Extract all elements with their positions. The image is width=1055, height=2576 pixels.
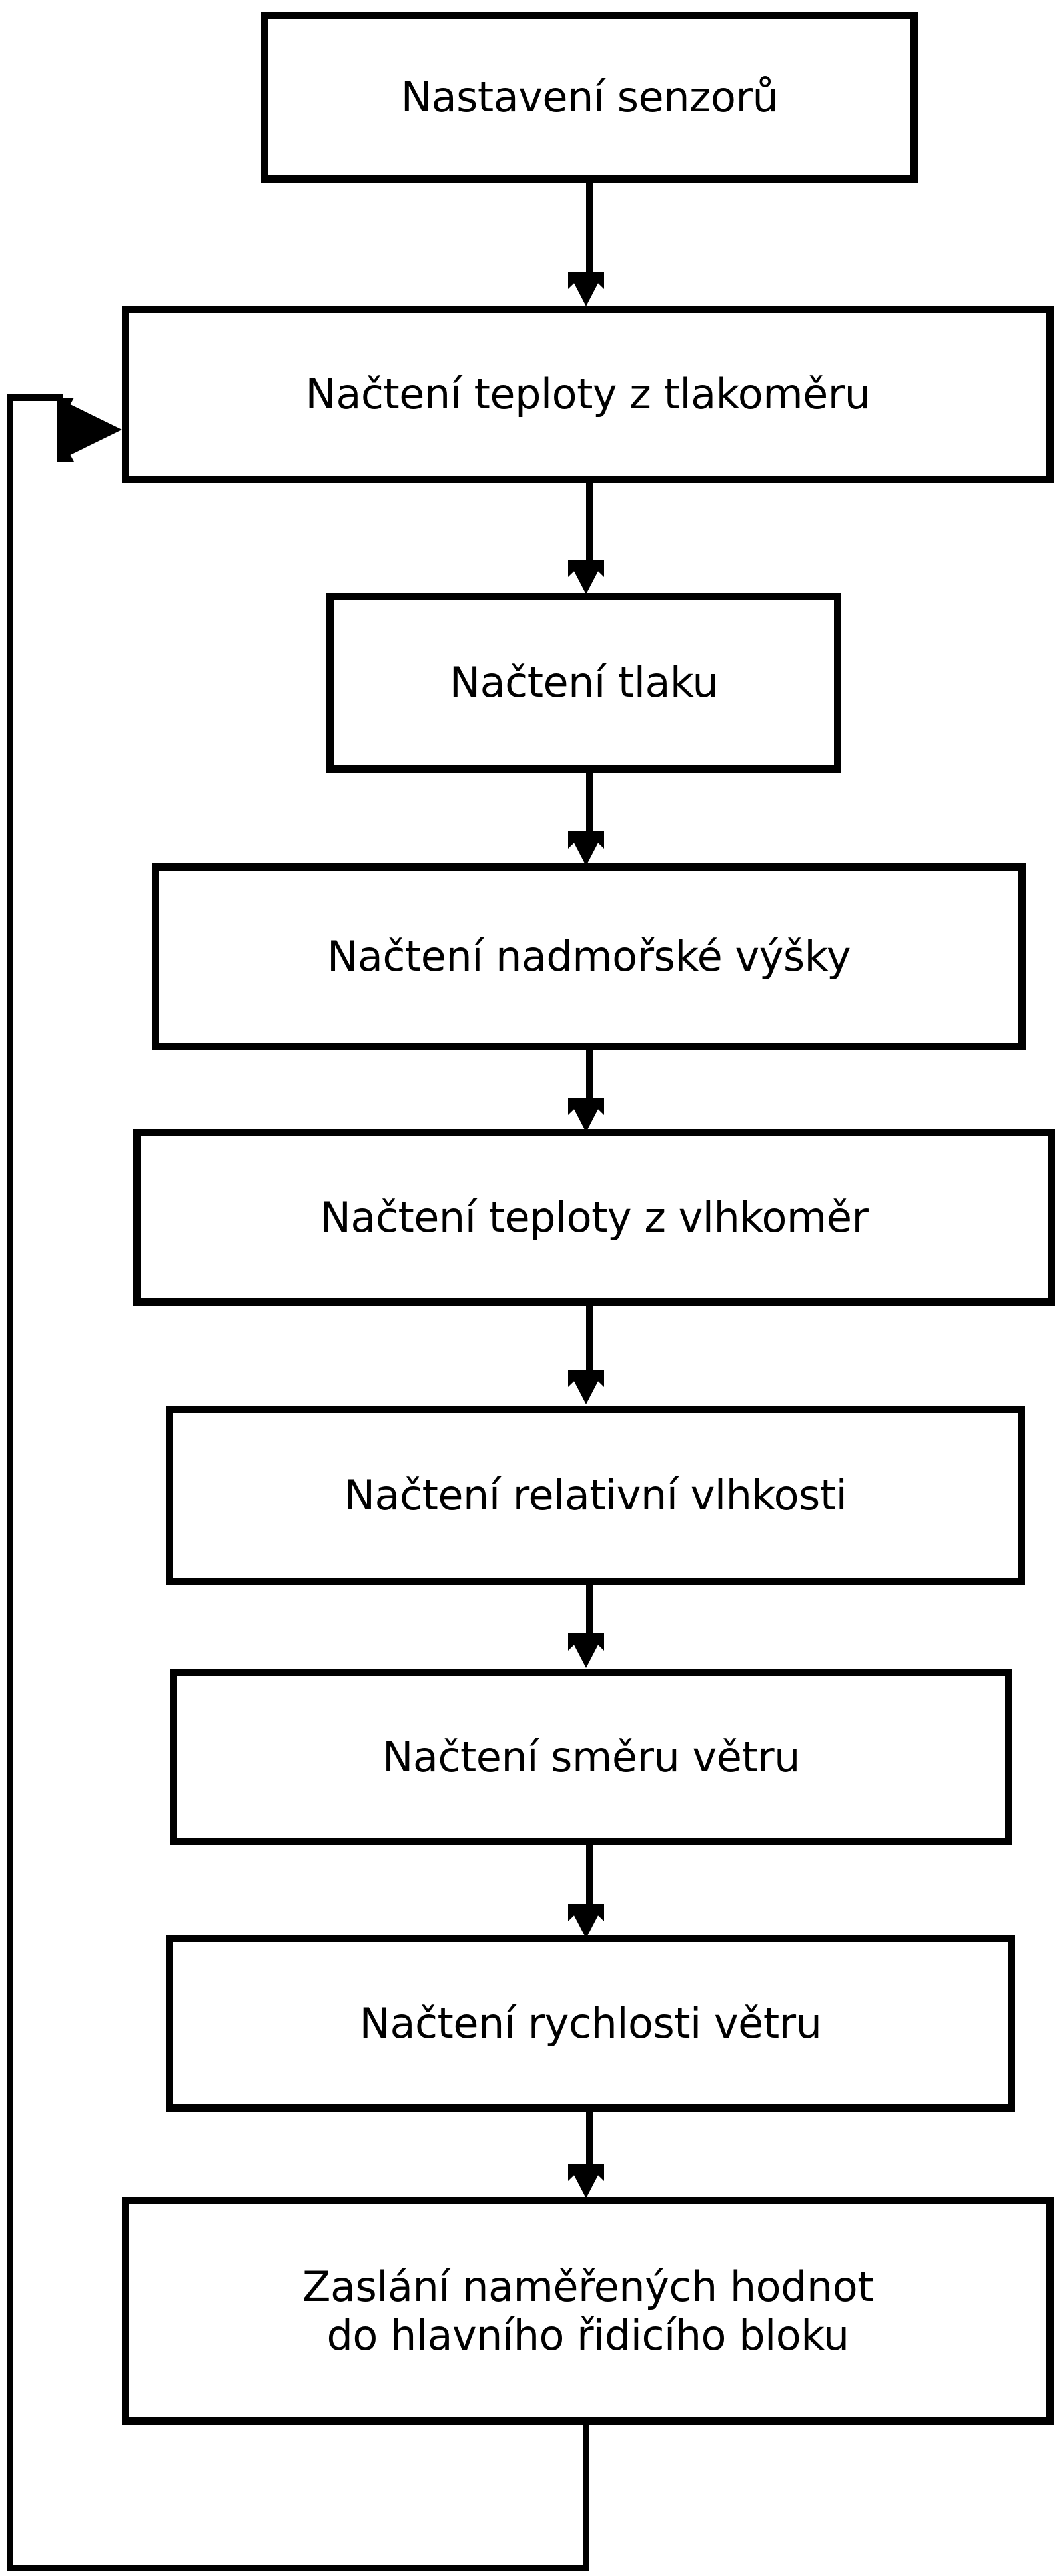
edge-connector-wind-speed-to-send-values xyxy=(586,2112,593,2168)
node-send-values[interactable]: Zaslání naměřených hodnot do hlavního ři… xyxy=(122,2197,1054,2425)
edge-connector-hygrometer-to-humidity xyxy=(586,1306,593,1376)
node-read-wind-direction[interactable]: Načtení směru větru xyxy=(170,1669,1012,1845)
node-label: Načtení relativní vlhkosti xyxy=(344,1471,847,1520)
edge-connector-barometer-to-pressure xyxy=(586,483,593,563)
arrowhead-loop-to-barometer xyxy=(57,398,122,462)
arrowhead-pressure-to-altitude xyxy=(568,831,604,866)
node-label: Načtení teploty z vlhkoměr xyxy=(320,1192,869,1242)
loop-edge-down-segment xyxy=(583,2425,589,2571)
node-label: Načtení tlaku xyxy=(449,658,719,707)
node-read-humidity[interactable]: Načtení relativní vlhkosti xyxy=(166,1406,1025,1585)
node-label: Nastavení senzorů xyxy=(400,73,779,122)
loop-edge-top-segment xyxy=(7,394,63,401)
edge-connector-humidity-to-wind-direction xyxy=(586,1585,593,1639)
loop-edge-bottom-segment xyxy=(7,2565,589,2571)
node-label: Načtení směru větru xyxy=(382,1732,800,1781)
node-read-pressure[interactable]: Načtení tlaku xyxy=(326,593,841,773)
node-label: Načtení rychlosti větru xyxy=(359,1998,822,2048)
loop-edge-left-segment xyxy=(7,394,13,2568)
edge-connector-pressure-to-altitude xyxy=(586,773,593,837)
node-label: Načtení nadmořské výšky xyxy=(326,932,851,981)
node-read-wind-speed[interactable]: Načtení rychlosti větru xyxy=(166,1935,1015,2112)
node-read-temp-hygrometer[interactable]: Načtení teploty z vlhkoměr xyxy=(133,1129,1055,1306)
arrowhead-setup-to-barometer xyxy=(568,272,604,306)
arrowhead-altitude-to-hygrometer xyxy=(568,1098,604,1132)
node-setup[interactable]: Nastavení senzorů xyxy=(261,12,918,183)
arrowhead-humidity-to-wind-direction xyxy=(568,1633,604,1668)
arrowhead-wind-direction-to-wind-speed xyxy=(568,1904,604,1938)
arrowhead-hygrometer-to-humidity xyxy=(568,1370,604,1404)
node-read-temp-barometer[interactable]: Načtení teploty z tlakoměru xyxy=(122,306,1054,483)
node-label: Zaslání naměřených hodnot do hlavního ři… xyxy=(302,2262,874,2360)
edge-connector-altitude-to-hygrometer xyxy=(586,1050,593,1106)
edge-connector-setup-to-barometer xyxy=(586,183,593,276)
node-label: Načtení teploty z tlakoměru xyxy=(305,370,871,419)
node-read-altitude[interactable]: Načtení nadmořské výšky xyxy=(152,863,1026,1050)
arrowhead-wind-speed-to-send-values xyxy=(568,2164,604,2198)
arrowhead-barometer-to-pressure xyxy=(568,560,604,594)
edge-connector-wind-direction-to-wind-speed xyxy=(586,1845,593,1909)
